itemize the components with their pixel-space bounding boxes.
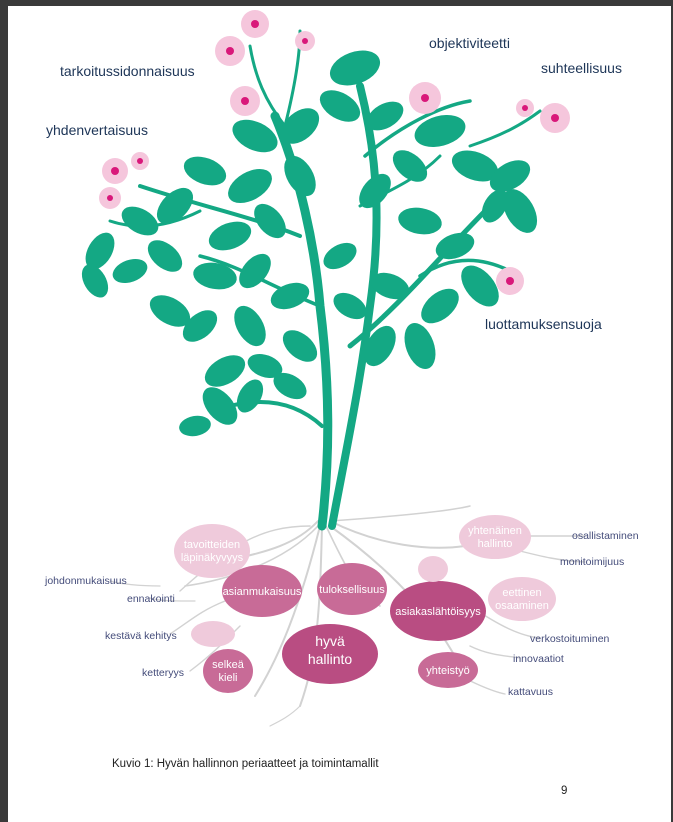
root-johdonmukaisuus: johdonmukaisuus xyxy=(44,575,127,587)
page-number: 9 xyxy=(561,785,568,797)
tuber-tavoitteiden-line2: läpinäkyvyys xyxy=(181,552,244,564)
tuber-center-line2: hallinto xyxy=(308,651,353,667)
tuber-asiakaslahtoisyys xyxy=(390,581,486,641)
leaves xyxy=(81,50,538,437)
tuber-center xyxy=(282,624,378,684)
root-verkostoituminen: verkostoituminen xyxy=(530,633,610,645)
tuber-asiakaslahtoisyys-label: asiakaslähtöisyys xyxy=(395,606,481,618)
tubers xyxy=(174,515,556,693)
principle-tarkoitussidonnaisuus: tarkoitussidonnaisuus xyxy=(60,63,195,79)
root-monitoimijuus: monitoimijuus xyxy=(560,556,624,568)
tuber-selkea-line2: kieli xyxy=(219,672,238,684)
viewer-background-left xyxy=(0,0,8,822)
tuber-tavoitteiden xyxy=(174,524,250,578)
flower xyxy=(99,187,121,209)
flower xyxy=(230,86,260,116)
document-page: tarkoitussidonnaisuus objektiviteetti su… xyxy=(8,6,671,822)
viewer-background-top xyxy=(0,0,673,6)
flower xyxy=(496,267,524,295)
flower xyxy=(516,99,534,117)
tuber-yhtenainen-line2: hallinto xyxy=(478,538,513,550)
root-ketteryys: ketteryys xyxy=(142,667,184,679)
root-kattavuus: kattavuus xyxy=(508,686,553,698)
tuber-selkea-line1: selkeä xyxy=(212,659,245,671)
principle-yhdenvertaisuus: yhdenvertaisuus xyxy=(46,122,148,138)
root-ennakointi: ennakointi xyxy=(127,593,175,605)
flower xyxy=(540,103,570,133)
flower xyxy=(295,31,315,51)
tuber-asianmukaisuus-label: asianmukaisuus xyxy=(223,586,302,598)
tuber-tuloksellisuus-label: tuloksellisuus xyxy=(319,584,385,596)
plant-diagram: tarkoitussidonnaisuus objektiviteetti su… xyxy=(44,10,639,727)
tuber-eettinen-line1: eettinen xyxy=(502,587,541,599)
principle-objektiviteetti: objektiviteetti xyxy=(429,35,510,51)
tuber-eettinen xyxy=(488,577,556,621)
tuber-center-line1: hyvä xyxy=(315,633,345,649)
flower xyxy=(215,36,245,66)
flowers xyxy=(99,10,570,295)
tuber-tuloksellisuus xyxy=(317,563,387,615)
tuber-yhteistyo xyxy=(418,652,478,688)
flower xyxy=(409,82,441,114)
principle-suhteellisuus: suhteellisuus xyxy=(541,60,622,76)
principle-luottamuksensuoja: luottamuksensuoja xyxy=(485,316,602,332)
root-kestava-kehitys: kestävä kehitys xyxy=(105,630,177,642)
flower xyxy=(241,10,269,38)
tuber-asianmukaisuus xyxy=(222,565,302,617)
figure-caption: Kuvio 1: Hyvän hallinnon periaatteet ja … xyxy=(112,758,379,770)
tuber-tavoitteiden-line1: tavoitteiden xyxy=(184,539,240,551)
tuber-yhteistyo-label: yhteistyö xyxy=(426,665,469,677)
tuber-yhtenainen xyxy=(459,515,531,559)
tuber-selkea xyxy=(203,649,253,693)
tuber-eettinen-line2: osaaminen xyxy=(495,600,549,612)
root-osallistaminen: osallistaminen xyxy=(572,530,639,542)
flower xyxy=(131,152,149,170)
flower xyxy=(102,158,128,184)
root-innovaatiot: innovaatiot xyxy=(513,653,564,665)
tuber-blank-2 xyxy=(418,556,448,582)
tuber-yhtenainen-line1: yhtenäinen xyxy=(468,525,522,537)
tuber-blank-1 xyxy=(191,621,235,647)
